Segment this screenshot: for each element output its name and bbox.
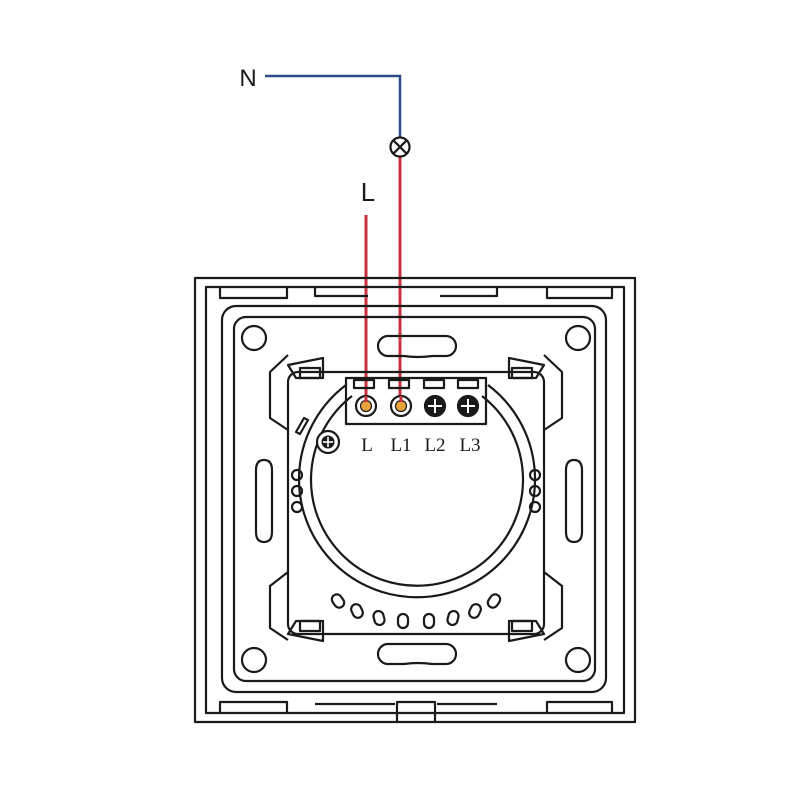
- outer-frame: [193, 276, 637, 724]
- bracket-left: [268, 354, 289, 431]
- top-tab-left: [218, 287, 289, 300]
- lamp-icon: [389, 136, 411, 158]
- bottom-tab-center: [395, 700, 437, 722]
- mounting-plate: [220, 304, 608, 694]
- bracket-right-low: [543, 571, 564, 641]
- mechanism-ring: [297, 384, 537, 599]
- bottom-tab-left: [218, 700, 289, 713]
- bottom-ribs: [330, 593, 502, 630]
- bottom-tab-right: [545, 700, 614, 713]
- clip-bottom-right: [507, 619, 546, 643]
- slot-top: [376, 334, 458, 359]
- hole-bottom-left: [240, 646, 268, 674]
- clip-bottom-left: [286, 619, 325, 643]
- live-label: L: [361, 177, 375, 207]
- top-tab-mid-l: [313, 287, 368, 298]
- clip-bottom-right-inner: [510, 619, 534, 633]
- housing: [286, 370, 546, 636]
- slot-left: [254, 458, 274, 544]
- top-tab-right: [545, 287, 614, 300]
- neutral-label: N: [239, 65, 256, 92]
- terminal-label-l2: L2: [424, 435, 445, 456]
- terminal-block: [344, 376, 488, 426]
- bracket-right: [543, 354, 564, 431]
- terminal-label-l3: L3: [459, 435, 480, 456]
- hole-bottom-right: [564, 646, 592, 674]
- slot-right: [564, 458, 584, 544]
- neutral-wire: [265, 74, 402, 137]
- terminal-labels: L L1 L2 L3: [361, 435, 480, 456]
- slot-bottom: [376, 642, 458, 666]
- hole-top-right: [564, 324, 592, 352]
- clip-bottom-left-inner: [298, 619, 322, 633]
- hole-top-left: [240, 324, 268, 352]
- bracket-left-low: [268, 571, 289, 641]
- top-tab-mid-r: [440, 287, 499, 298]
- screw-icon: [389, 394, 413, 418]
- screw-icon: [423, 394, 447, 418]
- screw-icon: [315, 429, 341, 455]
- terminal-screws: [315, 394, 480, 455]
- switch-body: [193, 276, 637, 724]
- screw-icon: [456, 394, 480, 418]
- mounting-plate-inner: [232, 315, 597, 683]
- inner-frame: [204, 285, 626, 715]
- mechanism-ring-inner: [309, 395, 525, 587]
- terminal-label-l: L: [361, 435, 373, 456]
- terminal-label-l1: L1: [390, 435, 411, 456]
